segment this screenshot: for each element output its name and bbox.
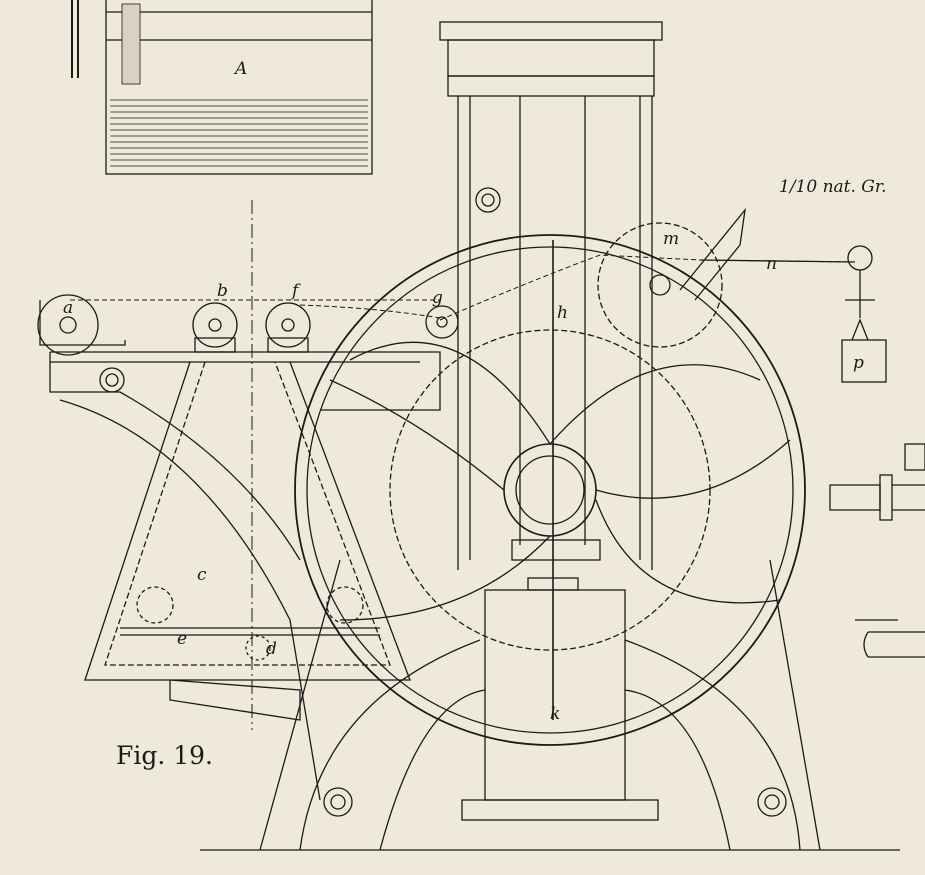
label-d: d bbox=[266, 639, 277, 659]
label-m: m bbox=[663, 229, 679, 249]
label-f: f bbox=[290, 281, 301, 301]
tank-a bbox=[71, 0, 373, 175]
label-a: a bbox=[63, 298, 73, 318]
figure-caption: Fig. 19. bbox=[116, 741, 213, 770]
label-n: n bbox=[766, 254, 777, 274]
label-g: g bbox=[432, 288, 443, 308]
label-h: h bbox=[557, 303, 568, 323]
label-k: k bbox=[550, 704, 560, 724]
label-e: e bbox=[177, 629, 187, 649]
label-p: p bbox=[853, 353, 864, 373]
cord bbox=[70, 254, 856, 321]
column bbox=[439, 21, 663, 570]
scale-note: 1/10 nat. Gr. bbox=[779, 177, 887, 197]
label-A: A bbox=[233, 59, 247, 79]
press-frame bbox=[39, 300, 441, 801]
cam-m bbox=[597, 207, 856, 348]
label-c: c bbox=[197, 565, 207, 585]
weight-p bbox=[841, 245, 887, 383]
pulleys bbox=[37, 294, 459, 356]
flywheel bbox=[294, 234, 806, 746]
pipes bbox=[829, 443, 925, 658]
label-b: b bbox=[217, 281, 228, 301]
figure-labels: A a b c d e f g h k m n p 1/10 nat. Gr. … bbox=[63, 59, 887, 770]
base-frame bbox=[200, 240, 900, 851]
lever-c bbox=[84, 361, 411, 681]
